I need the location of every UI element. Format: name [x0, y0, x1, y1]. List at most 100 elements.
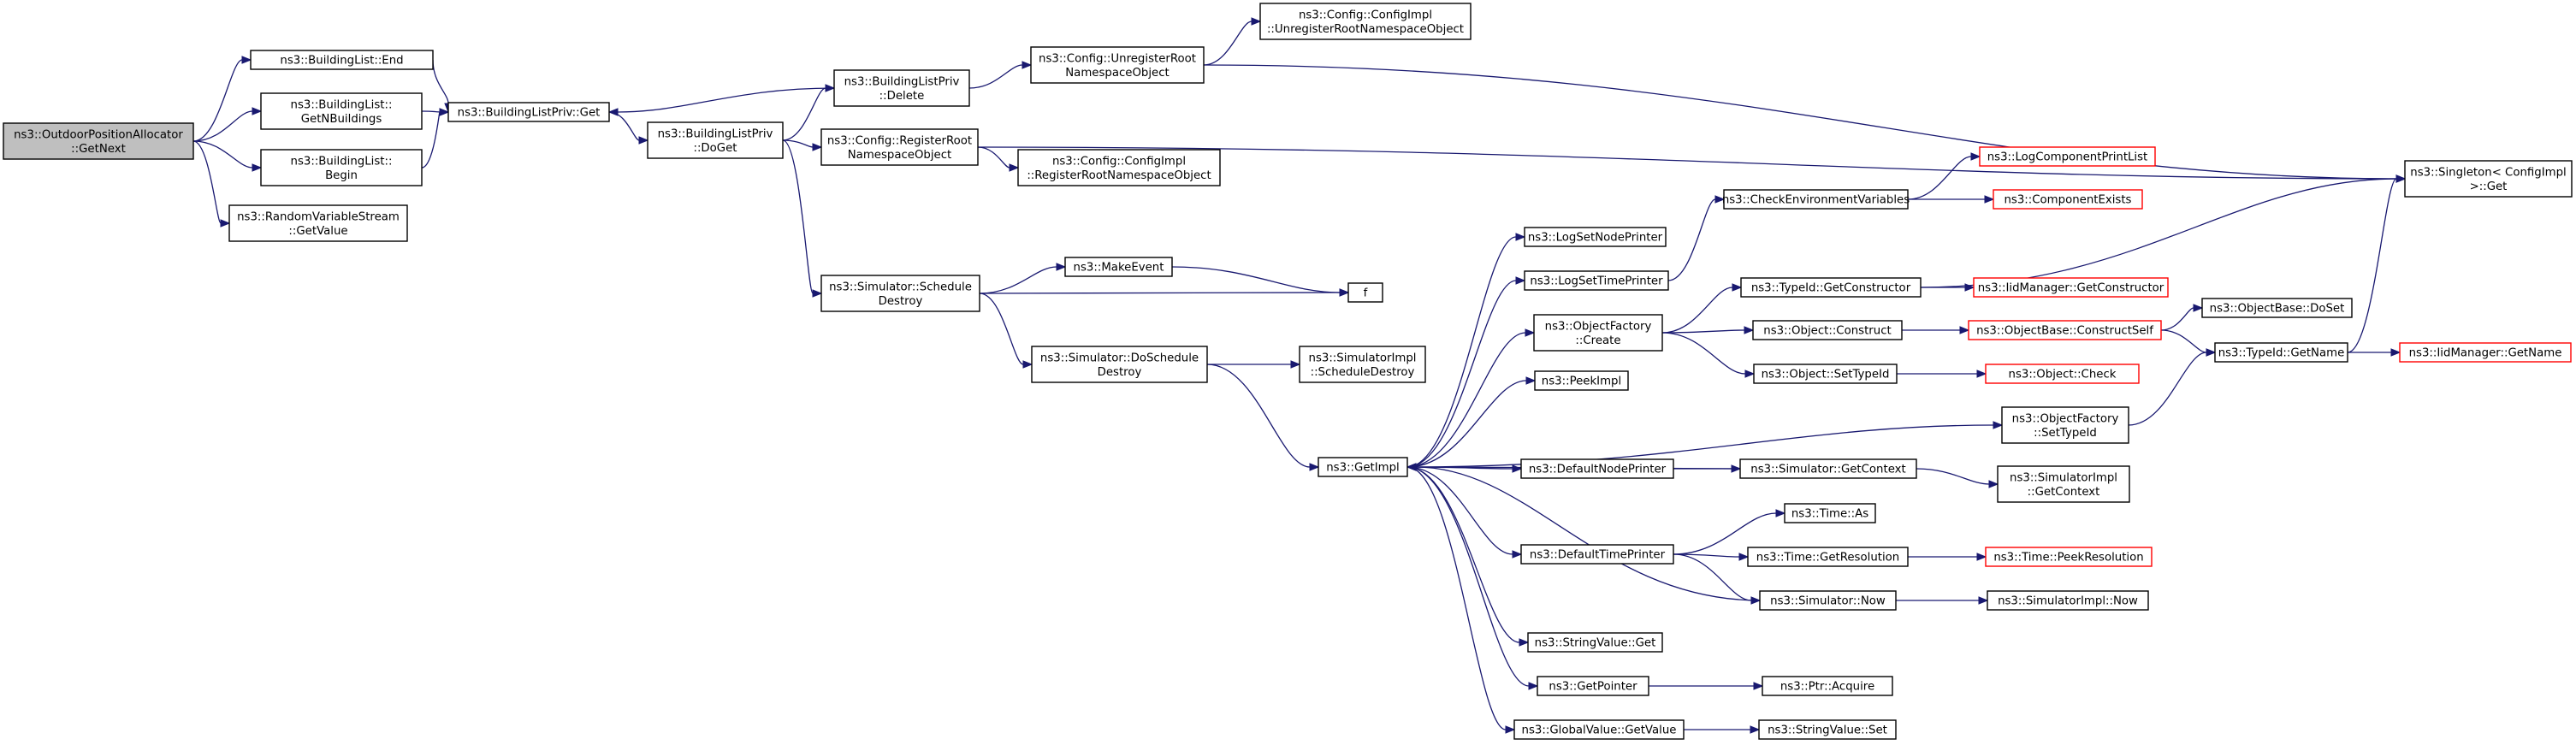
node-logsettime[interactable]: ns3::LogSetTimePrinter	[1524, 270, 1669, 291]
node-typeid-getname[interactable]: ns3::TypeId::GetName	[2214, 342, 2348, 363]
node-label: ns3::Config::RegisterRoot	[827, 134, 972, 147]
edge-sim-now-to-getimpl	[1406, 463, 1761, 601]
node-box	[1973, 277, 2169, 298]
node-ptr-acquire[interactable]: ns3::Ptr::Acquire	[1762, 676, 1893, 696]
edge-blp-doget-to-sim-sched	[782, 139, 823, 298]
node-label: ns3::LogSetNodePrinter	[1528, 232, 1663, 245]
node-bl-getn[interactable]: ns3::BuildingList::GetNBuildings	[260, 92, 423, 130]
node-label: ns3::Simulator::GetContext	[1750, 464, 1905, 476]
edge-line	[1406, 280, 1517, 468]
node-peekimpl[interactable]: ns3::PeekImpl	[1534, 370, 1629, 391]
arrowhead	[241, 56, 252, 64]
arrowhead	[1309, 463, 1320, 471]
node-f[interactable]: f	[1347, 282, 1383, 303]
node-box	[1534, 370, 1629, 391]
node-simi-getctx[interactable]: ns3::SimulatorImpl::GetContext	[1997, 465, 2130, 503]
edge-line	[977, 146, 2397, 180]
node-box	[1520, 458, 1674, 479]
node-box	[1520, 544, 1674, 565]
arrowhead	[439, 108, 450, 116]
node-root[interactable]: ns3::OutdoorPositionAllocator::GetNext	[3, 122, 194, 160]
node-iid-getname[interactable]: ns3::IidManager::GetName	[2399, 342, 2572, 363]
node-label: ::GetNext	[71, 143, 126, 156]
node-obj-settypeid[interactable]: ns3::Object::SetTypeId	[1753, 364, 1898, 384]
node-box	[260, 92, 423, 130]
node-strval-get[interactable]: ns3::StringValue::Get	[1527, 632, 1663, 653]
node-sim-getctx[interactable]: ns3::Simulator::GetContext	[1739, 458, 1917, 479]
node-iid-getctor[interactable]: ns3::IidManager::GetConstructor	[1973, 277, 2169, 298]
node-box	[647, 121, 784, 159]
node-rvs[interactable]: ns3::RandomVariableStream::GetValue	[228, 204, 408, 242]
node-label: ::Delete	[879, 90, 925, 103]
node-objbase-cself[interactable]: ns3::ObjectBase::ConstructSelf	[1968, 320, 2162, 340]
edge-line	[1203, 64, 2397, 180]
node-strval-set[interactable]: ns3::StringValue::Set	[1758, 719, 1897, 740]
arrowhead	[1753, 682, 1764, 690]
node-label: ns3::DefaultTimePrinter	[1530, 549, 1666, 562]
node-typeid-getctor[interactable]: ns3::TypeId::GetConstructor	[1740, 277, 1922, 298]
node-box	[1968, 320, 2162, 340]
edge-line	[2347, 178, 2397, 353]
node-time-as[interactable]: ns3::Time::As	[1784, 503, 1876, 523]
node-cfgi-reg[interactable]: ns3::Config::ConfigImpl::RegisterRootNam…	[1017, 149, 1221, 186]
node-bl-end[interactable]: ns3::BuildingList::End	[250, 50, 434, 70]
node-singleton[interactable]: ns3::Singleton< ConfigImpl>::Get	[2404, 160, 2573, 198]
edge-checkenv-to-compexists	[1908, 195, 1995, 204]
node-simi-sched[interactable]: ns3::SimulatorImpl::ScheduleDestroy	[1299, 346, 1426, 383]
edge-blp-delete-to-cfg-unreg	[968, 61, 1033, 89]
node-makeevent[interactable]: ns3::MakeEvent	[1064, 257, 1173, 277]
edge-sim-getctx-to-simi-getctx	[1916, 468, 1999, 488]
node-blp-get[interactable]: ns3::BuildingListPriv::Get	[447, 102, 610, 122]
node-cfgi-unreg[interactable]: ns3::Config::ConfigImpl::UnregisterRootN…	[1259, 3, 1472, 40]
node-cfg-reg[interactable]: ns3::Config::RegisterRootNamespaceObject	[820, 128, 979, 166]
node-time-getres[interactable]: ns3::Time::GetResolution	[1747, 547, 1909, 567]
node-sim-sched[interactable]: ns3::Simulator::ScheduleDestroy	[820, 275, 980, 312]
node-defnodeprinter[interactable]: ns3::DefaultNodePrinter	[1520, 458, 1674, 479]
edge-line	[1673, 553, 1740, 558]
node-bl-begin[interactable]: ns3::BuildingList::Begin	[260, 149, 423, 186]
arrowhead	[1978, 596, 1989, 605]
node-cfg-unreg[interactable]: ns3::Config::UnregisterRootNamespaceObje…	[1030, 46, 1205, 84]
arrowhead	[252, 163, 263, 172]
node-sim-now[interactable]: ns3::Simulator::Now	[1759, 590, 1897, 611]
node-blp-delete[interactable]: ns3::BuildingListPriv::Delete	[833, 69, 970, 107]
arrowhead	[607, 108, 619, 116]
edge-objfact-create-to-obj-construct	[1661, 326, 1755, 334]
node-blp-doget[interactable]: ns3::BuildingListPriv::DoGet	[647, 121, 784, 159]
edge-line	[979, 266, 1057, 294]
node-objbase-doset[interactable]: ns3::ObjectBase::DoSet	[2201, 298, 2353, 318]
node-logcomplist[interactable]: ns3::LogComponentPrintList	[1979, 146, 2156, 167]
node-objfact-settypeid[interactable]: ns3::ObjectFactory::SetTypeId	[2001, 406, 2129, 444]
arrowhead	[1056, 263, 1067, 271]
edge-line	[1406, 466, 1513, 555]
node-globval-get[interactable]: ns3::GlobalValue::GetValue	[1513, 719, 1685, 740]
node-label: ns3::DefaultNodePrinter	[1529, 464, 1667, 476]
node-checkenv[interactable]: ns3::CheckEnvironmentVariables	[1722, 189, 1910, 210]
node-deftimeprinter[interactable]: ns3::DefaultTimePrinter	[1520, 544, 1674, 565]
node-getpointer[interactable]: ns3::GetPointer	[1537, 676, 1649, 696]
edge-line	[1907, 156, 1972, 200]
arrowhead	[1970, 152, 1981, 161]
node-time-peekres[interactable]: ns3::Time::PeekResolution	[1985, 547, 2153, 567]
node-box	[1064, 257, 1173, 277]
edge-line	[192, 59, 243, 142]
edge-getimpl-to-peekimpl	[1406, 376, 1537, 468]
edge-line	[192, 110, 253, 142]
node-box	[1259, 3, 1472, 40]
node-box	[2399, 342, 2572, 363]
node-objfact-create[interactable]: ns3::ObjectFactory::Create	[1533, 314, 1663, 352]
node-obj-check[interactable]: ns3::Object::Check	[1985, 364, 2140, 384]
node-label: ns3::ComponentExists	[2004, 194, 2131, 207]
node-getimpl[interactable]: ns3::GetImpl	[1318, 457, 1408, 477]
node-simi-now[interactable]: ns3::SimulatorImpl::Now	[1987, 590, 2149, 611]
edge-line	[968, 64, 1023, 89]
node-label: ns3::Simulator::Now	[1770, 595, 1886, 608]
node-label: ns3::GlobalValue::GetValue	[1522, 724, 1677, 737]
node-compexists[interactable]: ns3::ComponentExists	[1993, 189, 2143, 210]
node-obj-construct[interactable]: ns3::Object::Construct	[1752, 320, 1903, 340]
node-label: ns3::Time::PeekResolution	[1993, 552, 2143, 565]
node-label: ns3::Object::SetTypeId	[1762, 369, 1890, 381]
edge-getimpl-to-logsettime	[1406, 276, 1526, 468]
node-logsetnode[interactable]: ns3::LogSetNodePrinter	[1524, 227, 1667, 247]
